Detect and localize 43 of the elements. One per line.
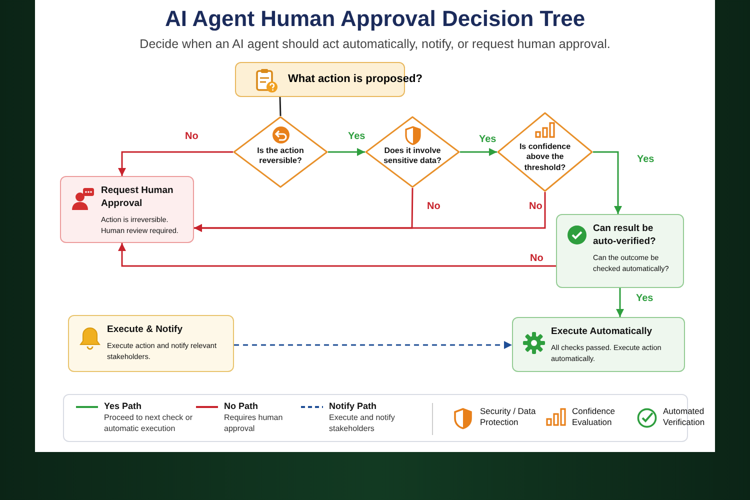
legend-label: Confidence Evaluation <box>572 406 616 429</box>
question-text: Does it involve sensitive data? <box>382 146 442 167</box>
arrow <box>593 151 622 214</box>
arrow <box>234 341 512 349</box>
decision-diamond <box>365 116 460 188</box>
legend-description: Execute and notify stakeholders <box>329 412 396 434</box>
edge-label: No <box>183 131 200 142</box>
heading: Request Human Approval <box>101 185 174 211</box>
heading: Execute & Notify <box>107 324 184 337</box>
connector-line <box>279 96 282 116</box>
question-text: What action is proposed? <box>288 73 422 85</box>
arrow <box>328 148 365 156</box>
edge-label: Yes <box>346 131 368 142</box>
legend-label: Automated Verification <box>663 406 706 429</box>
edge-label: Yes <box>635 154 656 165</box>
subtitle: Decide when an AI agent should act automatically, notify, or request human approval. <box>138 37 612 51</box>
arrow <box>118 151 233 176</box>
question-text: Is confidence above the threshold? <box>518 142 572 174</box>
title: AI Agent Human Approval Decision Tree <box>164 6 586 32</box>
arrow <box>616 288 624 317</box>
arrow <box>194 192 546 232</box>
legend-label: Security / Data Protection <box>480 406 537 429</box>
edge-label: No <box>425 201 442 212</box>
question-text: Is the action reversible? <box>256 146 305 167</box>
legend-label: Yes Path <box>104 400 143 412</box>
outcome-box <box>68 315 234 372</box>
legend-label: Notify Path <box>329 400 378 412</box>
edge-label: No <box>528 253 546 264</box>
outcome-box <box>512 317 685 372</box>
edge-label: Yes <box>477 134 498 145</box>
heading: Can result be auto-verified? <box>593 223 657 249</box>
outcome-box <box>60 176 194 243</box>
legend-description: Proceed to next check or automatic execution <box>104 412 194 434</box>
arrow <box>118 243 556 267</box>
edge-label: No <box>527 201 544 212</box>
decision-diamond <box>497 112 593 192</box>
arrow <box>460 148 497 156</box>
decision-diamond <box>233 116 328 188</box>
edge-label: Yes <box>634 293 656 304</box>
heading: Execute Automatically <box>551 326 654 339</box>
legend-label: No Path <box>224 400 260 412</box>
decision-box <box>556 214 684 288</box>
legend-description: Requires human approval <box>224 412 284 434</box>
